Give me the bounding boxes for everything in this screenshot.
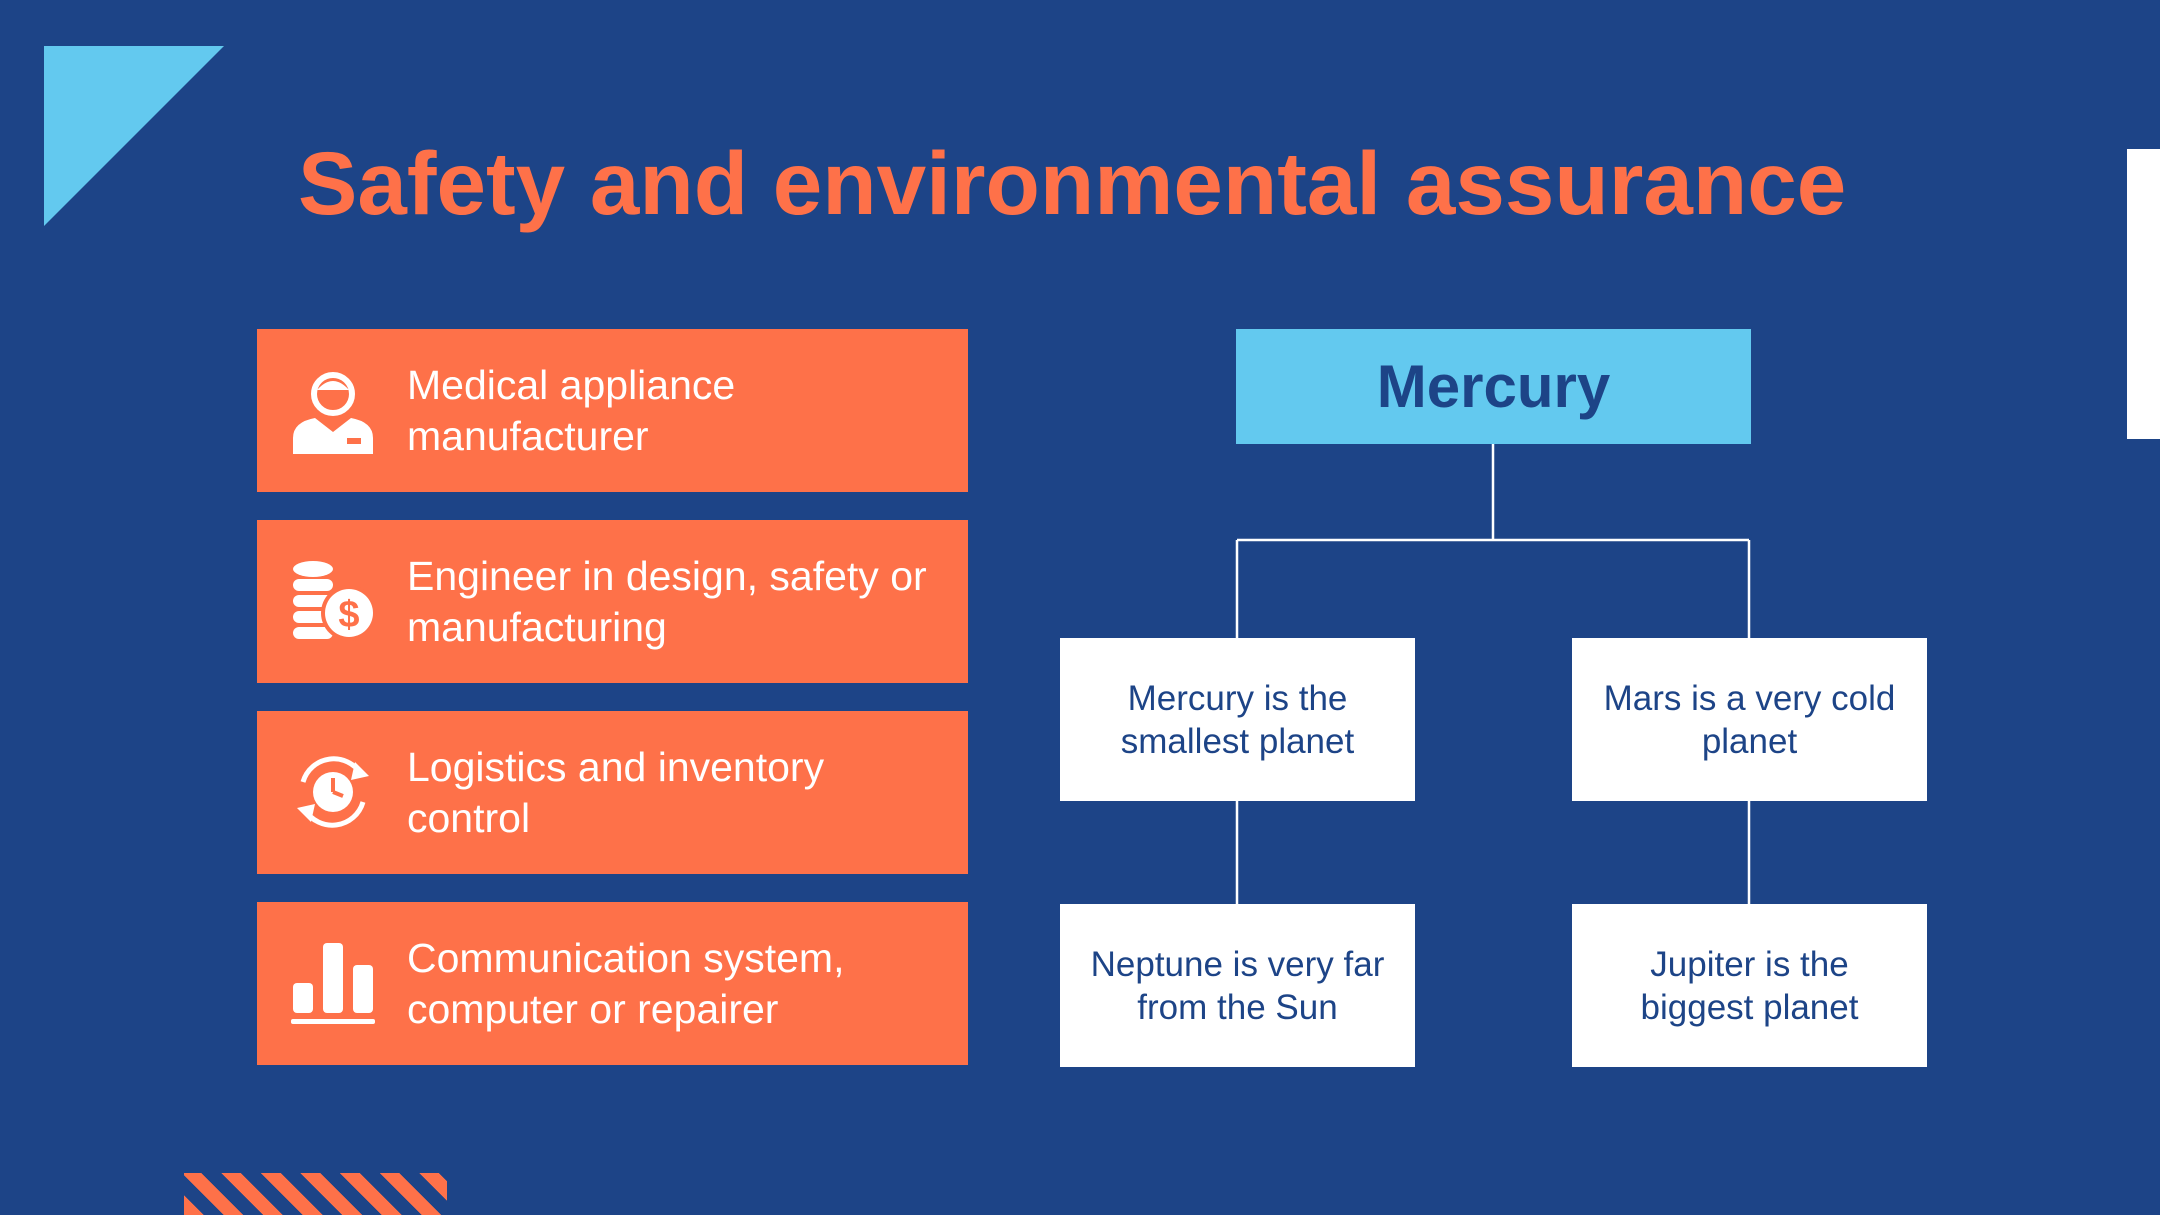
- stripes-decoration: [184, 1173, 447, 1215]
- role-card-list: Medical appliance manufacturer $ Enginee…: [257, 329, 968, 1093]
- org-node-left: Mercury is the smallest planet: [1060, 638, 1415, 801]
- role-card-communication: Communication system, computer or repair…: [257, 902, 968, 1065]
- clock-refresh-icon: [289, 748, 377, 836]
- svg-text:$: $: [338, 594, 359, 636]
- role-card-label: Medical appliance manufacturer: [407, 361, 736, 459]
- role-card-engineer: $ Engineer in design, safety or manufact…: [257, 520, 968, 683]
- role-card-label: Logistics and inventory control: [407, 743, 825, 841]
- role-card-medical: Medical appliance manufacturer: [257, 329, 968, 492]
- org-node-right: Mars is a very cold planet: [1572, 638, 1927, 801]
- org-node-left-lower: Neptune is very far from the Sun: [1060, 904, 1415, 1067]
- slide-title: Safety and environmental assurance: [298, 133, 1847, 233]
- role-card-label: Engineer in design, safety or manufactur…: [407, 552, 927, 650]
- edge-bar-decoration: [2127, 149, 2160, 439]
- corner-triangle-decoration: [44, 46, 224, 226]
- role-card-label: Communication system, computer or repair…: [407, 934, 845, 1032]
- person-icon: [289, 366, 377, 454]
- org-node-right-lower: Jupiter is the biggest planet: [1572, 904, 1927, 1067]
- org-root-node: Mercury: [1236, 329, 1751, 444]
- coins-dollar-icon: $: [289, 557, 377, 645]
- role-card-logistics: Logistics and inventory control: [257, 711, 968, 874]
- bar-chart-icon: [289, 939, 377, 1027]
